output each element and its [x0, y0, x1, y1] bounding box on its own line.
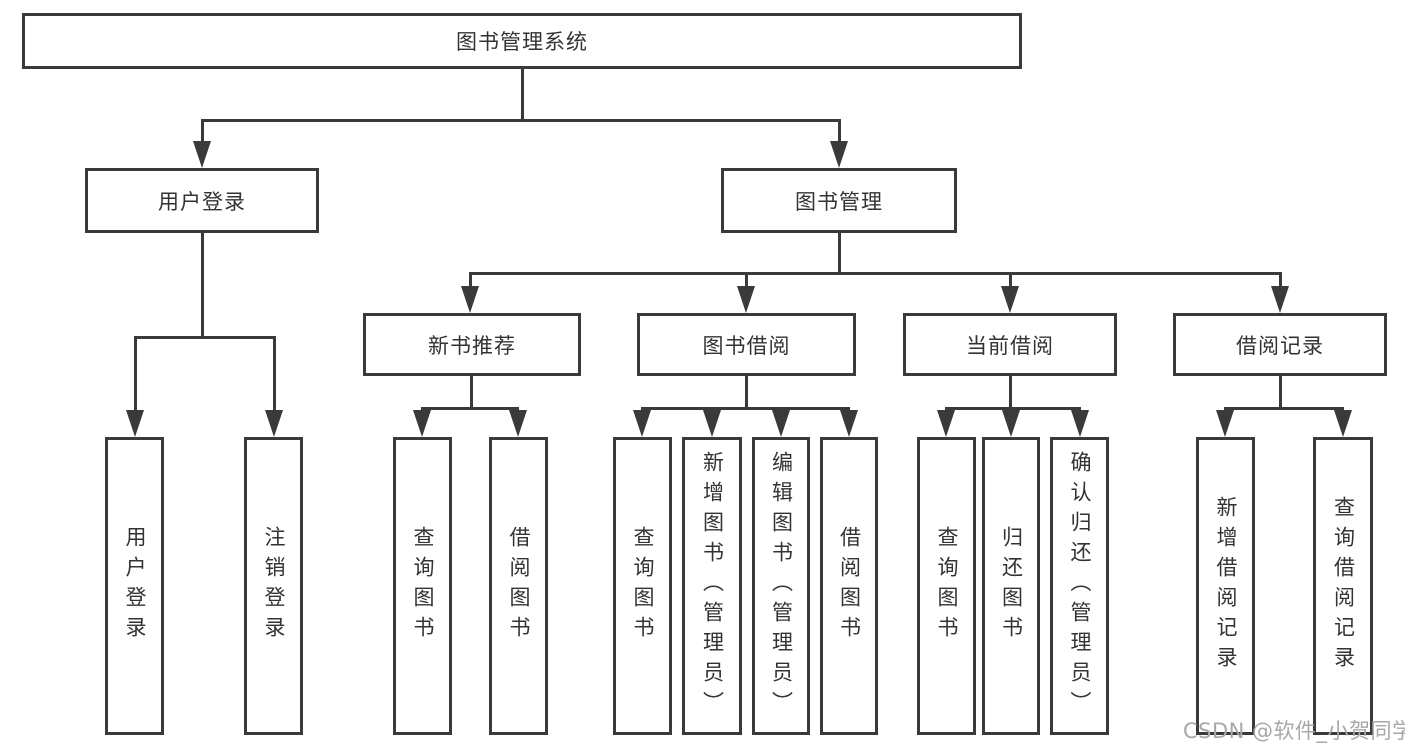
arrowhead-icon [126, 410, 144, 437]
connector-line [201, 119, 840, 122]
arrowhead-icon [413, 410, 431, 437]
arrowhead-icon [633, 410, 651, 437]
node-label: 确认归还（管理员） [1068, 451, 1092, 721]
node-leaf-query-borrow-record: 查询借阅记录 [1313, 437, 1373, 735]
node-current-borrowing: 当前借阅 [903, 313, 1117, 376]
node-user-login: 用户登录 [85, 168, 319, 233]
connector-line [838, 233, 841, 275]
node-new-book-recommendation: 新书推荐 [363, 313, 581, 376]
node-label: 当前借阅 [966, 333, 1054, 358]
connector-line [745, 376, 748, 410]
connector-line [134, 336, 276, 339]
node-label: 借阅图书 [507, 526, 531, 646]
node-leaf-logout: 注销登录 [244, 437, 303, 735]
connector-line [469, 272, 472, 289]
arrowhead-icon [830, 141, 848, 168]
node-leaf-borrow-books: 借阅图书 [820, 437, 878, 735]
node-label: 用户登录 [158, 189, 246, 214]
connector-line [521, 69, 524, 122]
node-label: 查询图书 [631, 526, 655, 646]
arrowhead-icon [703, 410, 721, 437]
node-leaf-edit-books-admin: 编辑图书（管理员） [752, 437, 810, 735]
node-borrowing-records: 借阅记录 [1173, 313, 1387, 376]
node-leaf-borrow-books-recommend: 借阅图书 [489, 437, 548, 735]
node-label: 图书管理系统 [456, 30, 588, 54]
node-library-management-system: 图书管理系统 [22, 13, 1022, 69]
arrowhead-icon [1071, 410, 1089, 437]
node-book-management: 图书管理 [721, 168, 957, 233]
node-label: 借阅记录 [1236, 333, 1324, 358]
connector-line [201, 233, 204, 339]
node-label: 查询图书 [411, 526, 435, 646]
connector-line [469, 272, 1281, 275]
arrowhead-icon [840, 410, 858, 437]
connector-line [945, 407, 1081, 410]
arrowhead-icon [461, 286, 479, 313]
node-label: 图书管理 [795, 189, 883, 214]
connector-line [745, 272, 748, 289]
arrowhead-icon [265, 410, 283, 437]
node-leaf-query-books-borrowing: 查询图书 [613, 437, 672, 735]
node-leaf-confirm-return-admin: 确认归还（管理员） [1050, 437, 1109, 735]
connector-line [641, 407, 850, 410]
node-book-borrowing: 图书借阅 [637, 313, 856, 376]
node-label: 新增图书（管理员） [700, 451, 725, 721]
arrowhead-icon [1334, 410, 1352, 437]
node-label: 新增借阅记录 [1214, 496, 1238, 676]
arrowhead-icon [1271, 286, 1289, 313]
node-leaf-query-books-recommend: 查询图书 [393, 437, 452, 735]
node-label: 查询图书 [935, 526, 959, 646]
node-label: 注销登录 [262, 526, 286, 646]
node-label: 归还图书 [999, 526, 1024, 646]
arrowhead-icon [937, 410, 955, 437]
arrowhead-icon [1002, 410, 1020, 437]
node-label: 编辑图书（管理员） [769, 451, 794, 721]
arrowhead-icon [1216, 410, 1234, 437]
arrowhead-icon [772, 410, 790, 437]
node-leaf-query-books-current: 查询图书 [917, 437, 976, 735]
node-label: 借阅图书 [837, 526, 862, 646]
connector-line [1009, 272, 1012, 289]
arrowhead-icon [737, 286, 755, 313]
connector-line [273, 336, 276, 412]
connector-line [470, 376, 473, 410]
connector-line [838, 119, 841, 145]
node-leaf-add-books-admin: 新增图书（管理员） [682, 437, 742, 735]
connector-line [421, 407, 519, 410]
arrowhead-icon [1001, 286, 1019, 313]
csdn-watermark: CSDN @软件_小贺同学 [1183, 719, 1405, 743]
node-leaf-return-books: 归还图书 [982, 437, 1040, 735]
node-leaf-add-borrow-record: 新增借阅记录 [1196, 437, 1255, 735]
arrowhead-icon [509, 410, 527, 437]
connector-line [134, 336, 137, 412]
connector-line [201, 119, 204, 145]
connector-line [1224, 407, 1344, 410]
node-label: 查询借阅记录 [1331, 496, 1356, 676]
connector-line [1009, 376, 1012, 410]
node-leaf-user-login: 用户登录 [105, 437, 164, 735]
connector-line [1279, 272, 1282, 289]
connector-line [1279, 376, 1282, 410]
node-label: 用户登录 [123, 526, 147, 646]
node-label: 新书推荐 [428, 333, 516, 358]
node-label: 图书借阅 [702, 333, 791, 358]
arrowhead-icon [193, 141, 211, 168]
